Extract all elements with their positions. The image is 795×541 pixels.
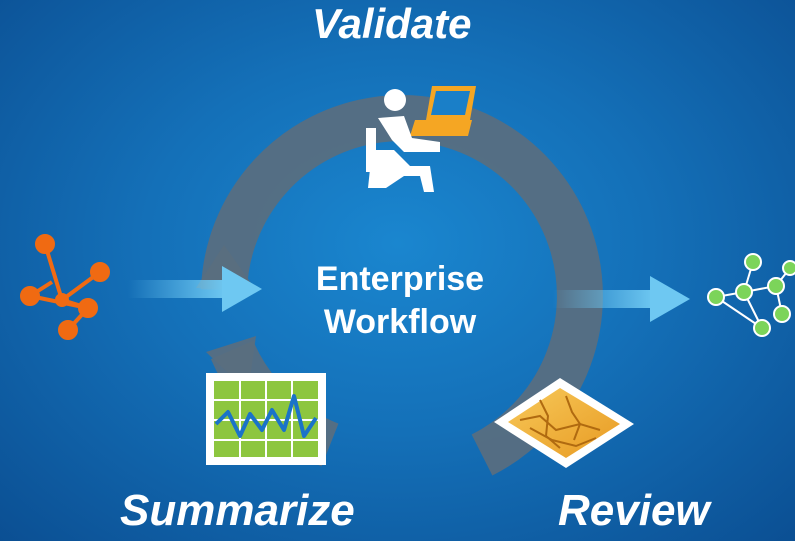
input-network-icon <box>20 234 110 340</box>
flow-arrow-icon <box>552 276 690 322</box>
center-title-line2: Workflow <box>323 303 477 341</box>
step-review-label: Review <box>558 486 710 535</box>
flow-arrow-icon <box>128 266 262 312</box>
map-tile-icon <box>494 378 634 468</box>
center-title: Enterprise Workflow <box>270 258 530 344</box>
step-validate-label: Validate <box>312 0 472 47</box>
output-network-icon <box>707 253 795 337</box>
person-at-laptop-icon <box>366 86 476 192</box>
summary-chart-icon <box>206 373 326 465</box>
center-title-line1: Enterprise <box>315 260 485 298</box>
step-summarize-label: Summarize <box>120 486 355 535</box>
